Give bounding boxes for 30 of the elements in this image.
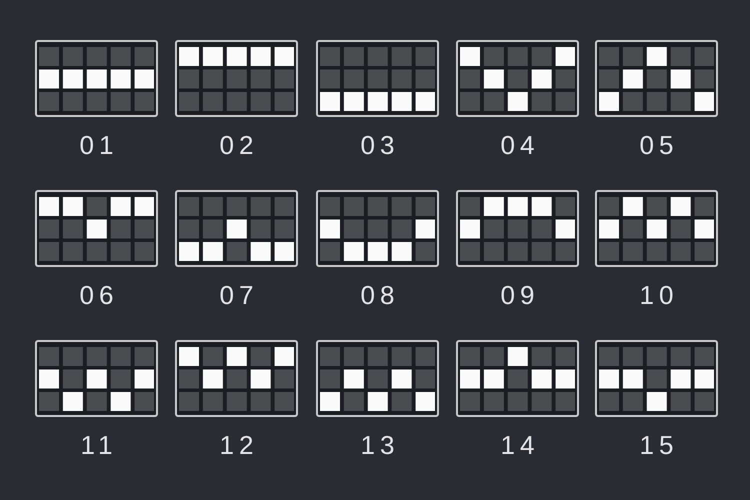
- payline-grid: [595, 340, 718, 417]
- grid-number: 12: [218, 432, 258, 458]
- grid-number: 02: [218, 132, 258, 158]
- payline-grid: [456, 40, 579, 117]
- payline-grid: [456, 340, 579, 417]
- payline-grid: [456, 190, 579, 267]
- grid-number: 10: [638, 282, 678, 308]
- payline-grid: [35, 340, 158, 417]
- grid-number: 13: [360, 432, 400, 458]
- grid-number: 04: [500, 132, 540, 158]
- grid-number: 06: [78, 282, 118, 308]
- payline-grid: [316, 190, 439, 267]
- payline-grid: [175, 190, 298, 267]
- payline-grid: [175, 40, 298, 117]
- payline-grid: [175, 340, 298, 417]
- grid-number: 03: [360, 132, 400, 158]
- payline-grid: [35, 40, 158, 117]
- grid-number: 14: [500, 432, 540, 458]
- grid-number: 11: [80, 432, 118, 458]
- payline-grid: [316, 40, 439, 117]
- grid-number: 15: [638, 432, 678, 458]
- grid-number: 09: [500, 282, 540, 308]
- payline-grid: [35, 190, 158, 267]
- grid-number: 08: [360, 282, 400, 308]
- payline-grid: [316, 340, 439, 417]
- grid-number: 05: [638, 132, 678, 158]
- payline-grid: [595, 40, 718, 117]
- grid-number: 01: [78, 132, 118, 158]
- grid-number: 07: [218, 282, 258, 308]
- payline-grid: [595, 190, 718, 267]
